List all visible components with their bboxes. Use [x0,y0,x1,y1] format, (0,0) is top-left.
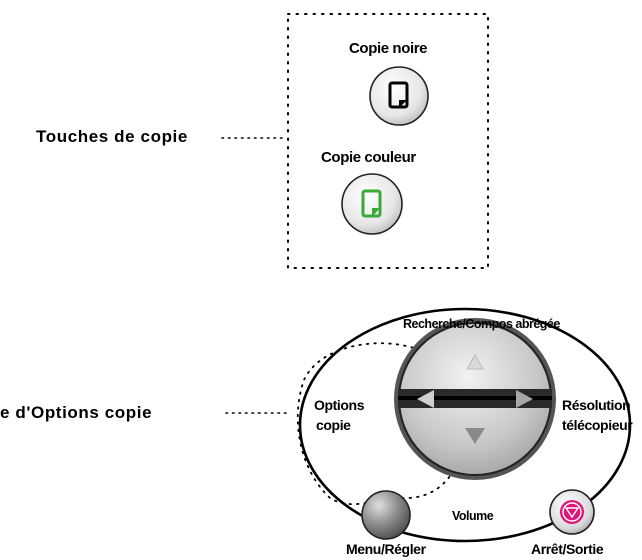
copy-options-label-line2: copie [316,417,351,433]
stop-exit-button[interactable] [549,489,595,535]
black-document-icon [388,81,409,109]
right-arrow-icon[interactable] [516,390,533,408]
color-copy-label: Copie couleur [321,149,416,166]
color-document-icon [361,189,382,218]
options-panel-ellipse [298,307,632,543]
navigation-dial[interactable] [394,318,556,480]
color-copy-button[interactable] [341,173,403,235]
black-copy-button[interactable] [369,66,429,126]
black-copy-label: Copie noire [349,40,428,57]
fax-resolution-label-line2: télécopieur [562,417,633,433]
copy-keys-label: Touches de copie [36,127,188,146]
down-arrow-icon[interactable] [465,428,485,444]
copy-options-label-line1: Options [314,397,365,413]
stop-exit-label: Arrêt/Sortie [531,541,604,557]
search-speed-dial-label: Recherche/Compos abrégée [403,317,560,331]
copy-keys-dotted-box [287,13,489,269]
left-arrow-icon[interactable] [417,390,434,408]
menu-set-label: Menu/Régler [346,541,426,557]
options-keys-label: e d'Options copie [0,403,153,422]
volume-label: Volume [452,509,494,523]
stop-icon [560,500,584,524]
menu-set-button[interactable] [361,490,411,540]
up-arrow-icon[interactable] [466,353,484,370]
options-dotted-outline [296,342,464,505]
fax-resolution-label-line1: Résolution [562,397,631,413]
